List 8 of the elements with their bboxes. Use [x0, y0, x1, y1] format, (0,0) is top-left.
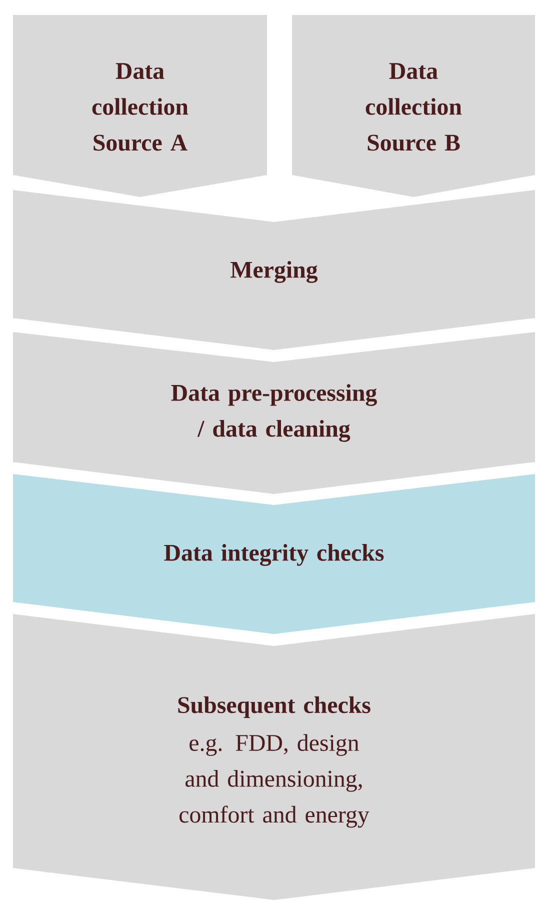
chevron-box: Subsequent checks e.g. FDD, design and dimensioning, comfort and energy [13, 614, 535, 900]
chevron-box: Data pre-processing / data cleaning [13, 332, 535, 494]
node-label: Data pre-processing / data cleaning [171, 384, 377, 442]
chevron-box: Data collection Source A [13, 15, 267, 197]
chevron-box: Data integrity checks [13, 474, 535, 634]
chevron-box: Data collection Source B [292, 15, 535, 197]
chevron-box: Merging [13, 190, 535, 350]
node-label: Merging [230, 261, 318, 283]
